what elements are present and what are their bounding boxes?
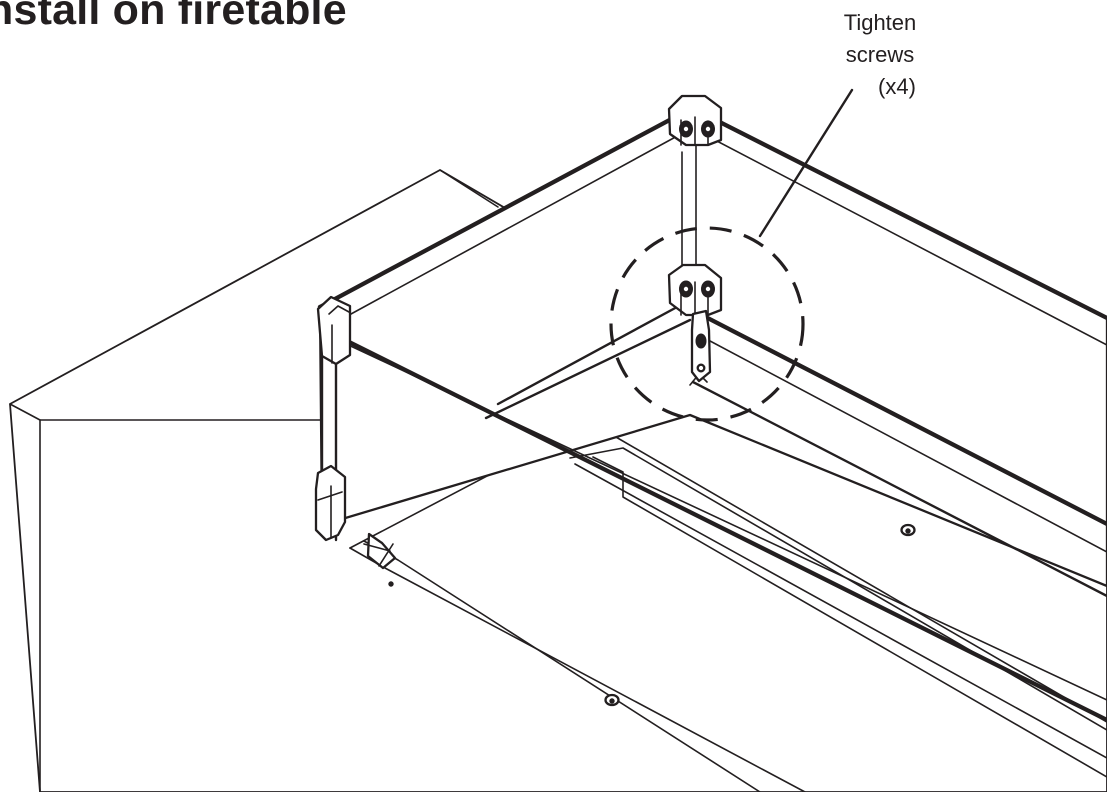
left-front-base-clip (366, 532, 397, 570)
angled-bracket-hole (696, 363, 706, 373)
screw-tightening-callout: Tighten screws (x4) (805, 7, 955, 103)
firetable-top-surface (9, 169, 1107, 792)
burner-channel-wall (569, 447, 1107, 731)
right-surface-screw-center (905, 528, 911, 534)
angled-bracket-screw (695, 333, 707, 349)
left-upper-bracket-body (316, 295, 352, 366)
top-rear-corner-bracket (667, 94, 723, 147)
guard-left-bottom-lower-edge (484, 318, 692, 420)
screw-tightening-highlight (609, 88, 854, 422)
top-rear-screw-right-highlight (705, 126, 711, 132)
burner-opening-front (349, 547, 806, 792)
left-lower-corner-bracket (314, 464, 397, 570)
top-rear-screw-left-highlight (683, 126, 689, 132)
left-upper-bracket-detail (328, 305, 350, 364)
burner-channel-inner-line (592, 456, 1107, 778)
guard-bottom-lower-edge (691, 380, 1107, 598)
middle-rear-screw-left-highlight (683, 286, 689, 292)
left-front-screw-hole (388, 581, 394, 587)
burner-channel-floor (574, 463, 1107, 759)
surface-mounting-points (604, 523, 916, 707)
middle-rear-screw-right-highlight (705, 286, 711, 292)
left-upper-corner-bracket (316, 295, 352, 366)
installation-step-title: nstall on firetable (0, 0, 347, 34)
guard-bottom-rail-inner (694, 332, 1107, 553)
left-lower-bracket-detail (317, 485, 343, 539)
firetable-back-edge (439, 169, 499, 208)
guard-left-bottom-rail (496, 298, 692, 406)
callout-line-1: Tighten (843, 10, 917, 35)
front-surface-screw-center (609, 698, 615, 704)
callout-line-2: screws (845, 42, 915, 67)
screw-highlight-circle (609, 226, 805, 422)
callout-screw-quantity: (x4) (878, 74, 916, 99)
left-front-base-clip-detail (363, 543, 394, 567)
corner-brackets (314, 94, 723, 570)
callout-leader-line (758, 88, 854, 238)
middle-rear-corner-bracket (667, 263, 723, 383)
guard-bottom-rail (693, 309, 1107, 527)
